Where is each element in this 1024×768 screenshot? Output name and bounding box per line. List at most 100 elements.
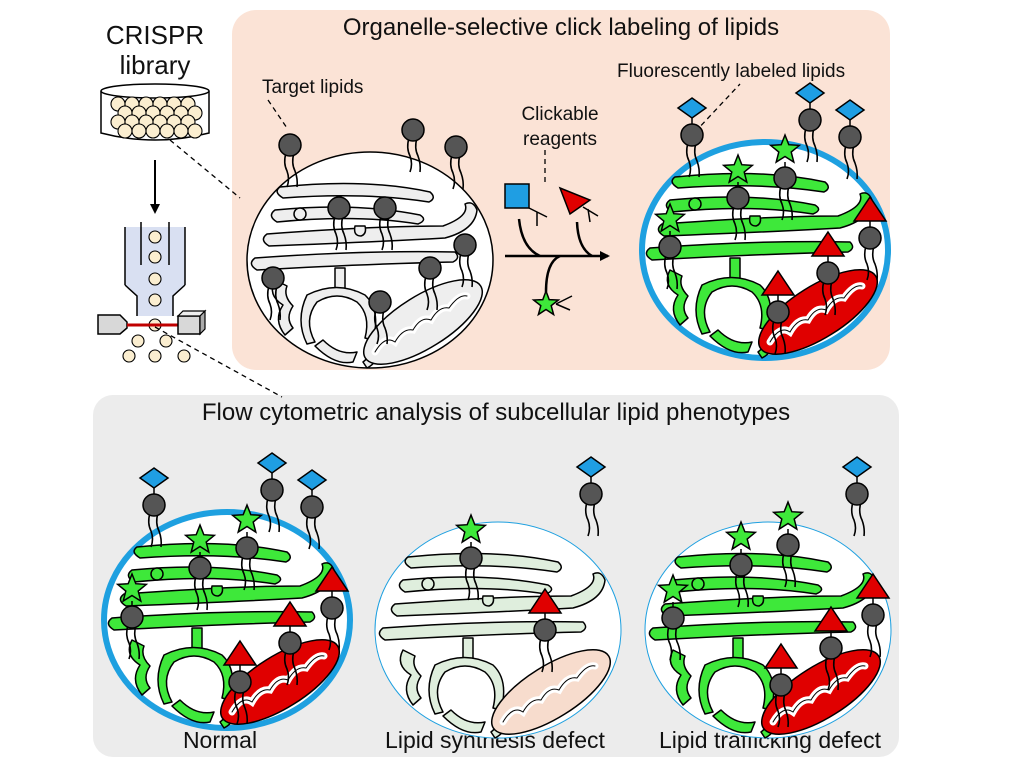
- lipid: [852, 195, 888, 281]
- lipid-head: [235, 536, 259, 560]
- blue-square-reagent-icon: [504, 183, 530, 209]
- lipid-head: [533, 618, 557, 642]
- lipid-head: [278, 631, 302, 655]
- cell-trafficking-defect: [644, 456, 892, 739]
- cell-bead: [177, 349, 191, 363]
- lipid-head: [418, 256, 442, 280]
- triangle-tag-icon: [810, 230, 846, 257]
- triangle-tag-icon: [272, 600, 308, 627]
- lipid-head: [838, 125, 862, 149]
- lipid: [794, 82, 826, 163]
- cell-bead: [148, 272, 162, 286]
- triangle-tag-icon: [763, 642, 799, 669]
- target-lipids-label: Target lipids: [262, 77, 364, 98]
- triangle-tag-icon: [760, 269, 796, 296]
- cell-labeled: [639, 82, 891, 361]
- lipid-head: [819, 636, 843, 660]
- lipid-head: [858, 226, 882, 250]
- top-panel-title: Organelle-selective click labeling of li…: [342, 14, 780, 41]
- star-tag-icon: [724, 519, 758, 551]
- star-tag-icon: [771, 499, 805, 531]
- lipid: [453, 233, 477, 288]
- library-title: CRISPR library: [100, 20, 210, 80]
- lipid-head: [278, 133, 302, 157]
- triangle-tag-icon: [527, 587, 563, 614]
- lipid: [138, 467, 170, 548]
- lipid-head: [773, 166, 797, 190]
- lipid: [810, 230, 846, 316]
- laser-source-icon: [97, 314, 128, 335]
- triangle-tag-icon: [813, 605, 849, 632]
- lipid-head: [120, 605, 144, 629]
- lipid: [296, 469, 328, 550]
- mitochondrion: [490, 649, 612, 735]
- cell-bead: [148, 230, 162, 244]
- lipid: [768, 132, 802, 221]
- cell-bead: [148, 250, 162, 264]
- lipid-head: [188, 556, 212, 580]
- lipid-head: [769, 673, 793, 697]
- lipid-head: [579, 482, 603, 506]
- lipid: [115, 571, 149, 660]
- lipid: [771, 499, 805, 588]
- lipid-head: [845, 482, 869, 506]
- cell-synthesis-defect: [374, 456, 622, 739]
- lipids: [261, 118, 477, 345]
- lipid: [653, 201, 687, 290]
- lipid: [222, 639, 258, 725]
- star-tag-icon: [183, 522, 217, 554]
- lipid-head: [729, 553, 753, 577]
- lipid-head: [459, 546, 483, 570]
- lipid: [834, 99, 866, 180]
- star-tag-icon: [768, 132, 802, 164]
- library-title-line1: CRISPR: [105, 20, 205, 50]
- library-dish: [100, 83, 210, 141]
- lipids: [653, 82, 888, 355]
- bottom-panel-title: Flow cytometric analysis of subcellular …: [201, 399, 791, 426]
- reaction-scheme: [504, 183, 610, 317]
- lipid: [444, 135, 468, 190]
- triangle-tag-icon: [852, 195, 888, 222]
- lipid-head: [142, 493, 166, 517]
- triangle-tag-icon: [855, 572, 891, 599]
- diamond-tag-icon: [834, 99, 866, 121]
- star-tag-icon: [115, 571, 149, 603]
- lipid-head: [658, 235, 682, 259]
- clickable-reagents-label: Clickable reagents: [490, 102, 630, 152]
- star-tag-icon: [721, 152, 755, 184]
- mitochondrion: [362, 279, 484, 365]
- diamond-tag-icon: [794, 82, 826, 104]
- red-triangle-reagent-icon: [558, 186, 592, 216]
- er-golgi-network: [107, 542, 335, 729]
- lipid: [418, 256, 442, 311]
- lipids: [656, 456, 891, 728]
- cell-bead: [131, 334, 145, 348]
- lipid: [527, 587, 563, 673]
- diamond-tag-icon: [575, 456, 607, 478]
- flow-cytometer: [97, 222, 207, 363]
- mitochondrion: [757, 269, 879, 355]
- lipid-head: [327, 196, 351, 220]
- callout-lines: [154, 83, 741, 398]
- diamond-tag-icon: [841, 456, 873, 478]
- lipids: [454, 456, 607, 673]
- cell-bead: [122, 349, 136, 363]
- lipid: [183, 522, 217, 611]
- clickable-reagents-line1: Clickable: [521, 104, 599, 125]
- lipid: [676, 97, 708, 178]
- lipid-head: [453, 233, 477, 257]
- cell-bead: [148, 349, 162, 363]
- lipid-head: [368, 290, 392, 314]
- detector-icon: [176, 309, 207, 336]
- lipids: [115, 452, 350, 725]
- lipid-head: [320, 596, 344, 620]
- lipid: [656, 572, 690, 661]
- lipid-head: [373, 196, 397, 220]
- lipid: [256, 452, 288, 533]
- diamond-tag-icon: [676, 97, 708, 119]
- lipid: [575, 456, 607, 537]
- green-star-reagent-icon: [531, 288, 561, 317]
- lipid-head: [228, 670, 252, 694]
- triangle-tag-icon: [314, 565, 350, 592]
- mitochondrion: [219, 639, 341, 725]
